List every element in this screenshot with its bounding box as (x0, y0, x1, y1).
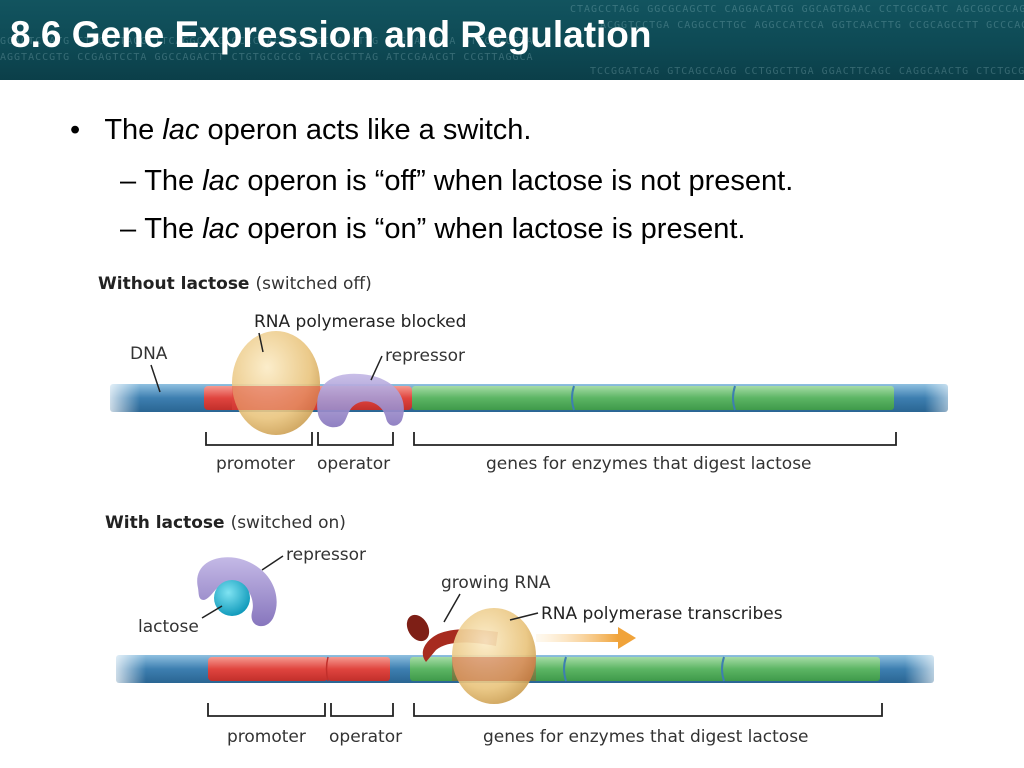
title-bar: CTAGCCTAGG GGCGCAGCTC CAGGACATGG GGCAGTG… (0, 0, 1024, 80)
label-dna: DNA (130, 344, 168, 364)
sub-bullet-text-italic: lac (202, 165, 240, 197)
label-repressor-off: repressor (385, 346, 465, 366)
sub-bullet-text-italic: lac (202, 213, 240, 245)
label-genes-on: genes for enzymes that digest lactose (483, 727, 809, 747)
sub-bullet-text-before: The (144, 165, 203, 197)
sequence-background-row: TCCGGATCAG GTCAGCCAGG CCTGGCTTGA GGACTTC… (590, 66, 1024, 77)
panel-on-heading: With lactose (switched on) (105, 513, 346, 533)
label-operator-off: operator (317, 454, 390, 474)
dna-strand-off (100, 380, 970, 416)
dna-fade-right (905, 650, 950, 688)
leader-growing-rna (443, 593, 461, 623)
sub-bullet-text-after: operon is “on” when lactose is present. (239, 213, 746, 245)
operator-region (328, 657, 390, 681)
promoter-overlap (232, 386, 320, 410)
label-promoter-on: promoter (227, 727, 306, 747)
bullet-sub-off: – The lac operon is “off” when lactose i… (120, 164, 793, 198)
sub-bullet-dash: – (120, 165, 145, 197)
dna-fade-left (100, 380, 140, 416)
transcription-arrow-head (618, 627, 636, 649)
sub-bullet-dash: – (120, 213, 145, 245)
label-genes-off: genes for enzymes that digest lactose (486, 454, 812, 474)
label-rna-polymerase-blocked: RNA polymerase blocked (254, 312, 466, 332)
bracket-operator (330, 703, 394, 717)
segment-divider (325, 656, 329, 682)
sequence-background-row: CTAGCCTAGG GGCGCAGCTC CAGGACATGG GGCAGTG… (570, 4, 1024, 15)
repressor-protein (317, 373, 404, 428)
panel-with-lactose: With lactose (switched on) repressor lact… (105, 513, 950, 747)
bullet-text-after: operon acts like a switch. (199, 114, 532, 146)
panel-off-heading-rest: (switched off) (255, 274, 371, 294)
lactose-molecule (214, 580, 250, 616)
rna-end (406, 614, 430, 642)
gene-divider (563, 656, 567, 682)
gene-divider (732, 385, 736, 411)
leader-lactose (201, 605, 223, 619)
sub-bullet-text-before: The (144, 213, 203, 245)
label-lactose: lactose (138, 617, 199, 637)
promoter-region (208, 657, 328, 681)
panel-on-heading-bold: With lactose (105, 513, 225, 533)
bracket-genes (413, 432, 897, 446)
transcription-arrow-shaft (536, 634, 618, 642)
bullet-dot: • (70, 114, 105, 146)
bracket-operator (317, 432, 394, 446)
slide-title: 8.6 Gene Expression and Regulation (10, 14, 652, 55)
sequence-background-row: ACGGTCCTGA CAGGCCTTGC AGGCCATCCA GGTCAAC… (600, 20, 1024, 31)
polymerase-overlap (452, 657, 536, 681)
leader-dna (150, 364, 161, 393)
label-rna-polymerase-transcribes: RNA polymerase transcribes (541, 604, 783, 624)
label-operator-on: operator (329, 727, 402, 747)
bullet-text-before: The (104, 114, 163, 146)
bracket-promoter (205, 432, 313, 446)
rna-polymerase-blocked (232, 331, 320, 435)
label-repressor-on: repressor (286, 545, 366, 565)
bullet-text-italic: lac (162, 114, 200, 146)
gene-divider (721, 656, 725, 682)
repressor-free (197, 557, 277, 627)
label-growing-rna: growing RNA (441, 573, 551, 593)
bracket-promoter (207, 703, 326, 717)
dna-fade-left (106, 650, 146, 688)
panel-on-heading-rest: (switched on) (231, 513, 346, 533)
panel-off-heading: Without lactose (switched off) (98, 274, 372, 294)
bullet-main: • The lac operon acts like a switch. (70, 113, 531, 147)
genes-region (412, 386, 894, 410)
sequence-background-row: GCAGTCGATG CTGCCTTAGG TTCAGGCAAC GCCCGAC… (0, 36, 534, 47)
gene-divider (571, 385, 575, 411)
dna-fade-right (925, 380, 970, 416)
bullet-list: • The lac operon acts like a switch. – T… (0, 0, 1024, 260)
sub-bullet-text-after: operon is “off” when lactose is not pres… (239, 165, 794, 197)
bullet-sub-on: – The lac operon is “on” when lactose is… (120, 212, 745, 246)
sequence-background-row: AGGTACCGTG CCGAGTCCTA GGCCAGACTT CTGTGCG… (0, 52, 534, 63)
leader-polymerase (258, 332, 264, 353)
panel-without-lactose: Without lactose (switched off) RNA polyme… (98, 274, 970, 474)
bracket-genes (413, 703, 883, 717)
rna-polymerase-transcribing (452, 608, 536, 704)
leader-polymerase-on (509, 612, 539, 621)
label-promoter-off: promoter (216, 454, 295, 474)
leader-repressor (370, 355, 383, 381)
panel-off-heading-bold: Without lactose (98, 274, 249, 294)
leader-repressor-on (261, 555, 284, 571)
